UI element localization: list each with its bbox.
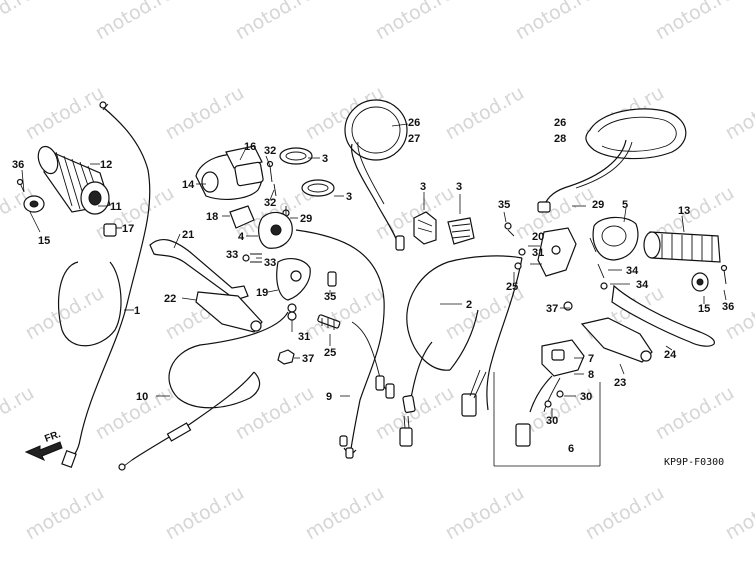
watermark-text: motod.ru [442, 482, 528, 545]
callout-3-mirror-left: 3 [420, 181, 426, 193]
left-switch-housing [195, 145, 335, 229]
watermark-text: motod.ru [302, 482, 388, 545]
callout-23: 23 [614, 377, 626, 389]
callout-37-left: 37 [302, 353, 314, 365]
callout-30-lower: 30 [546, 415, 558, 427]
callout-12: 12 [100, 159, 112, 171]
callout-22: 22 [164, 293, 176, 305]
watermark-text: motod.ru [722, 282, 755, 345]
callout-14: 14 [182, 179, 195, 191]
callout-34-upper: 34 [626, 265, 639, 277]
callout-33-right: 33 [264, 257, 276, 269]
watermark-layer: motod.ru motod.ru motod.ru motod.ru motod.ru… [0, 0, 755, 544]
clutch-cable [118, 303, 297, 471]
watermark-text: motod.ru [0, 382, 38, 445]
callout-32-top: 32 [264, 145, 276, 157]
watermark-text: motod.ru [92, 0, 178, 44]
callout-33-left: 33 [226, 249, 238, 261]
lever-bracket-assembly [242, 211, 341, 365]
watermark-text: motod.ru [722, 82, 755, 145]
callout-3-clamp-upper: 3 [322, 153, 328, 165]
callout-31-left: 31 [298, 331, 310, 343]
front-direction-indicator: FR. [24, 429, 63, 462]
watermark-text: motod.ru [162, 482, 248, 545]
watermark-text: motod.ru [372, 382, 458, 445]
callout-2: 2 [466, 299, 472, 311]
callout-35-right: 35 [498, 199, 510, 211]
callout-25-center: 25 [324, 347, 336, 359]
callout-9: 9 [326, 391, 332, 403]
watermark-text: motod.ru [22, 82, 108, 145]
callout-36-left: 36 [12, 159, 24, 171]
throttle-grip [37, 145, 111, 215]
watermark-text: motod.ru [582, 482, 668, 545]
callout-18: 18 [206, 211, 218, 223]
callout-11: 11 [110, 201, 122, 213]
callout-34-lower: 34 [636, 279, 649, 291]
part-callouts: 12 11 36 15 17 1 21 22 10 14 16 32 3 3 1… [12, 117, 734, 455]
right-mirror [537, 108, 687, 213]
watermark-text: motod.ru [372, 0, 458, 44]
callout-25-right: 25 [506, 281, 518, 293]
leader-lines [21, 123, 727, 418]
callout-29-right: 29 [592, 199, 604, 211]
callout-19: 19 [256, 287, 268, 299]
brake-lever-assembly [580, 284, 715, 363]
watermark-text: motod.ru [0, 0, 38, 44]
callout-37-right: 37 [546, 303, 558, 315]
left-mirror [344, 99, 408, 251]
watermark-text: motod.ru [92, 382, 178, 445]
front-direction-label: FR. [43, 429, 62, 445]
watermark-text: motod.ru [162, 82, 248, 145]
callout-31-right: 31 [532, 247, 544, 259]
callout-3-clamp-lower: 3 [346, 191, 352, 203]
right-grip-assembly [643, 231, 728, 292]
front-brake-cable [399, 248, 526, 447]
callout-21: 21 [182, 229, 194, 241]
watermark-text: motod.ru [722, 482, 755, 545]
callout-30-right: 30 [580, 391, 592, 403]
start-stop-switch [493, 339, 601, 467]
callout-1: 1 [134, 305, 140, 317]
watermark-text: motod.ru [22, 482, 108, 545]
watermark-text: motod.ru [232, 382, 318, 445]
watermark-text: motod.ru [0, 182, 38, 245]
watermark-text: motod.ru [512, 0, 598, 44]
watermark-text: motod.ru [652, 0, 738, 44]
callout-6: 6 [568, 443, 574, 455]
callout-5: 5 [622, 199, 628, 211]
callout-16: 16 [244, 141, 256, 153]
clutch-lever-assembly [149, 238, 263, 333]
watermark-text: motod.ru [442, 82, 528, 145]
switch-wiring [295, 229, 395, 459]
callout-27: 27 [408, 133, 420, 145]
watermark-text: motod.ru [652, 382, 738, 445]
callout-15-right: 15 [698, 303, 710, 315]
diagram-code: KP9P-F0300 [664, 457, 724, 468]
callout-26-right: 26 [554, 117, 566, 129]
callout-4: 4 [238, 231, 245, 243]
callout-10: 10 [136, 391, 148, 403]
callout-32-lower: 32 [264, 197, 276, 209]
callout-26-left: 26 [408, 117, 420, 129]
callout-24: 24 [664, 349, 677, 361]
callout-35-center: 35 [324, 291, 336, 303]
callout-13: 13 [678, 205, 690, 217]
callout-36-right: 36 [722, 301, 734, 313]
right-switch-housing [537, 216, 639, 311]
callout-15-left: 15 [38, 235, 50, 247]
watermark-text: motod.ru [232, 0, 318, 44]
callout-7: 7 [588, 353, 594, 365]
mirror-clamp [413, 211, 515, 245]
callout-3-mirror-right: 3 [456, 181, 462, 193]
callout-17: 17 [122, 223, 134, 235]
throttle-grip-assembly [16, 101, 151, 469]
callout-8: 8 [588, 369, 594, 381]
callout-20: 20 [532, 231, 544, 243]
watermark-text: motod.ru [302, 282, 388, 345]
callout-29-left: 29 [300, 213, 312, 225]
callout-28: 28 [554, 133, 566, 145]
